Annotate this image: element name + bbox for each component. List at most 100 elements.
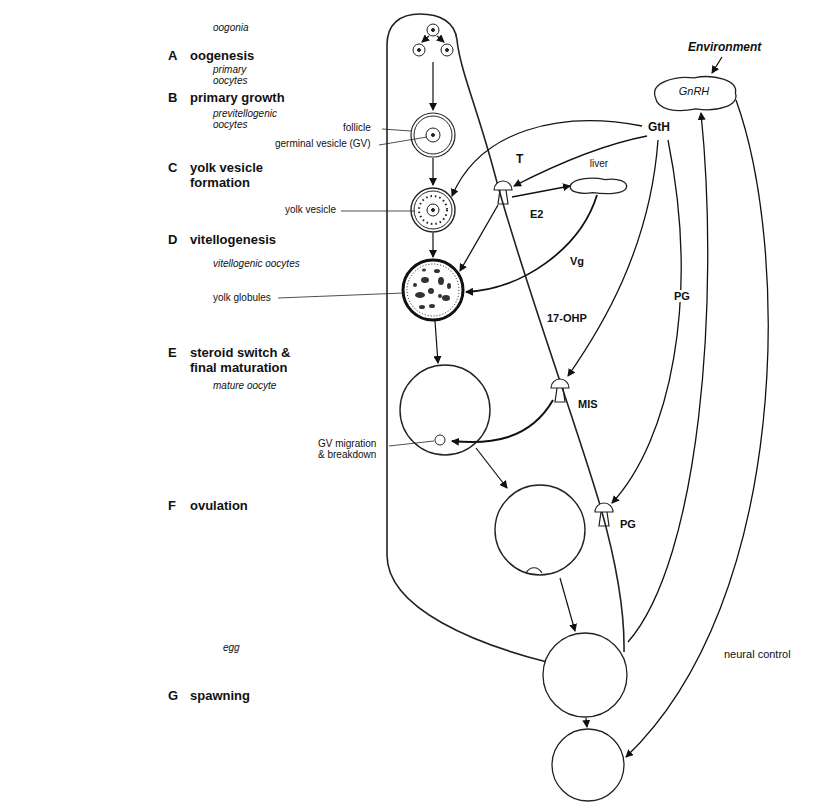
stage-arrows [432, 158, 433, 185]
stage-title: yolk vesicle formation [190, 160, 282, 190]
ovary-outline [420, 14, 624, 652]
stage-title: ovulation [190, 498, 248, 513]
stage-note: oogonia [213, 22, 249, 33]
leader-lines [379, 137, 427, 145]
ovary-outline [387, 14, 624, 662]
stage-arrows [432, 62, 433, 110]
oogonia-cells [427, 24, 439, 36]
yolk-vesicle-oocyte [411, 188, 455, 232]
leader-lines [382, 129, 411, 131]
primary-oocyte [411, 113, 455, 157]
hormone-arrows [628, 113, 708, 642]
stage-title: steroid switch & final maturation [190, 345, 315, 375]
stage-letter: G [168, 688, 178, 703]
stage-arrows [435, 321, 438, 363]
part-label: GV migration & breakdown [318, 438, 384, 460]
node-text: GnRH [648, 72, 740, 97]
hormone-arrows [568, 140, 658, 376]
stage-letter: F [168, 498, 176, 513]
vitellogenic-oocyte [428, 288, 434, 294]
vitellogenic-oocyte [438, 277, 444, 285]
follicle-cells [599, 512, 609, 526]
hormone-arrows [466, 195, 597, 292]
vitellogenic-oocyte [415, 292, 425, 298]
yolk-vesicle-oocyte [432, 209, 435, 212]
stage-note: primary oocytes [213, 64, 261, 86]
pathway-label: neural control [722, 648, 793, 660]
hormone-arrows [512, 186, 570, 197]
stage-note: egg [223, 642, 240, 653]
follicle-cells [498, 190, 508, 204]
vitellogenic-oocyte [434, 269, 440, 273]
egg [543, 633, 627, 717]
primary-oocyte [426, 128, 440, 142]
vitellogenic-oocyte [413, 269, 451, 310]
stage-arrows [437, 36, 444, 42]
hormone-arrows [452, 400, 553, 442]
ovulating-oocyte [526, 568, 542, 573]
follicle-cells [551, 379, 569, 388]
vitellogenic-oocyte [438, 294, 442, 298]
hormone-label: PG [618, 518, 638, 530]
yolk-vesicle-oocyte [414, 191, 452, 229]
stage-title: primary growth [190, 90, 285, 105]
primary-oocyte [432, 134, 435, 137]
liver-organ: liver [568, 158, 630, 196]
part-label: yolk vesicle [285, 204, 336, 215]
leader-lines [341, 211, 415, 212]
hormone-arrows [460, 205, 498, 271]
vitellogenic-oocyte [429, 304, 435, 308]
stage-title: spawning [190, 688, 250, 703]
node-text: liver [568, 158, 630, 169]
leader-lines [278, 293, 404, 298]
hormone-arrows [514, 136, 647, 186]
mature-oocyte [435, 435, 445, 445]
hormone-arrows [452, 57, 768, 757]
stage-letter: B [168, 90, 177, 105]
vitellogenic-oocyte [403, 260, 463, 320]
liver-organ-outline [570, 178, 626, 193]
hormone-label: PG [672, 290, 692, 302]
vitellogenic-oocyte [419, 305, 425, 309]
egg [552, 729, 624, 801]
environment-label: Environment [688, 40, 761, 54]
hormone-label: MIS [576, 398, 600, 410]
stage-arrows [432, 233, 433, 257]
hormone-arrows [612, 140, 681, 503]
part-label: germinal vesicle (GV) [275, 138, 371, 149]
vitellogenic-oocyte [447, 283, 451, 289]
follicle-cells [595, 503, 613, 512]
part-label: follicle [343, 122, 371, 133]
stage-letter: E [168, 345, 177, 360]
stage-title: oogenesis [190, 48, 254, 63]
egg [543, 633, 627, 801]
leader-lines [389, 441, 434, 446]
stage-arrows [560, 578, 575, 631]
hormone-arrows [712, 57, 722, 73]
leader-lines [278, 129, 434, 446]
primary-oocyte [414, 116, 452, 154]
stage-arrows [422, 36, 429, 42]
vitellogenic-oocyte [407, 264, 459, 316]
primary-oocyte [411, 113, 455, 157]
oogonia-cells [418, 49, 421, 52]
hormone-label: Vg [568, 255, 586, 267]
stage-arrows [586, 718, 587, 727]
oogonia-cells [413, 24, 453, 56]
follicle-cells [494, 181, 613, 526]
vitellogenic-oocyte [421, 277, 429, 283]
yolk-vesicle-oocyte [419, 196, 447, 224]
vitellogenic-oocyte [442, 295, 450, 301]
stage-note: vitellogenic oocytes [213, 258, 300, 269]
stage-letter: D [168, 232, 177, 247]
hormone-arrows [452, 121, 642, 196]
hormone-label: 17-OHP [545, 312, 589, 324]
ovulating-oocyte [495, 485, 585, 575]
stage-note: mature oocyte [213, 380, 276, 391]
stage-arrows [476, 448, 507, 488]
oogonia-cells [413, 44, 425, 56]
oogonia-cells [432, 29, 435, 32]
vitellogenic-oocyte [403, 260, 463, 320]
oogonia-cells [446, 49, 449, 52]
